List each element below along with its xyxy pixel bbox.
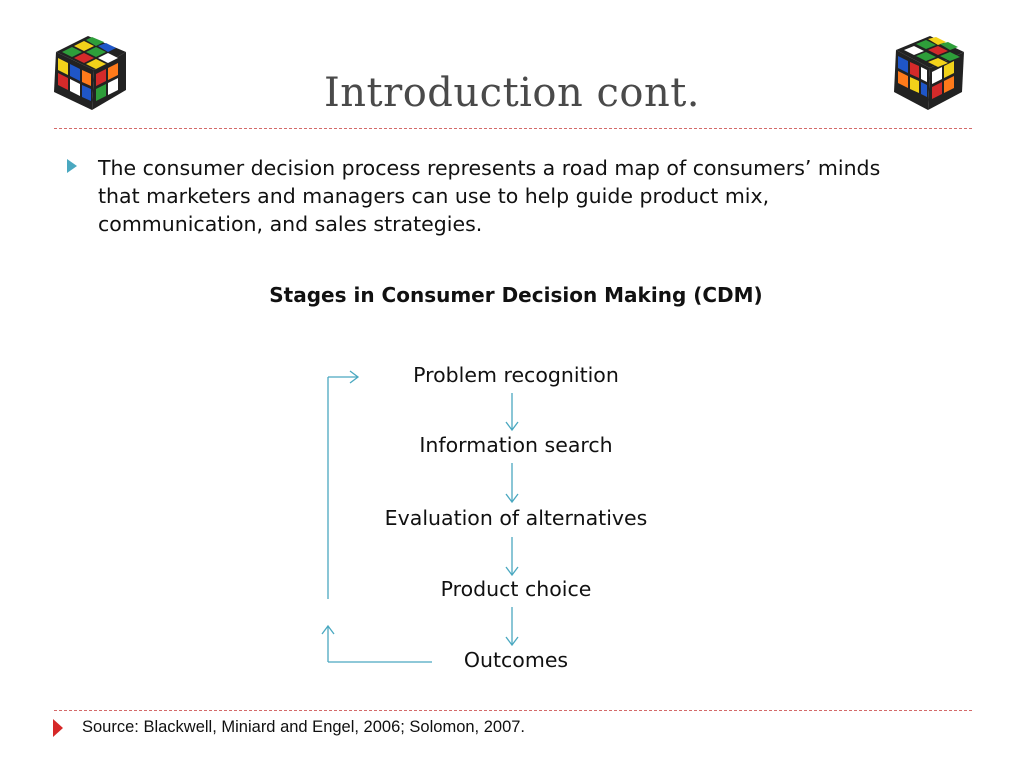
footer-divider <box>54 710 972 711</box>
down-arrow-1 <box>505 393 519 432</box>
source-marker-icon <box>53 719 63 737</box>
down-arrow-4 <box>505 607 519 647</box>
stage-evaluation-of-alternatives: Evaluation of alternatives <box>384 506 648 530</box>
stages-title: Stages in Consumer Decision Making (CDM) <box>269 283 763 307</box>
stage-product-choice: Product choice <box>440 577 592 601</box>
source-citation: Source: Blackwell, Miniard and Engel, 20… <box>82 718 526 736</box>
title-divider <box>54 128 972 129</box>
stage-information-search: Information search <box>419 433 613 457</box>
rubiks-cube-icon-right <box>894 36 964 110</box>
down-arrow-3 <box>505 537 519 577</box>
slide-title: Introduction cont. <box>323 70 701 116</box>
intro-bullet-text: The consumer decision process represents… <box>98 156 881 236</box>
feedback-loop-bottom <box>321 624 432 663</box>
triangle-bullet-icon <box>67 159 77 173</box>
rubiks-cube-icon-left <box>54 36 126 110</box>
down-arrow-2 <box>505 463 519 504</box>
stage-outcomes: Outcomes <box>463 648 569 672</box>
feedback-loop-top <box>327 370 360 599</box>
stage-problem-recognition: Problem recognition <box>413 363 619 387</box>
